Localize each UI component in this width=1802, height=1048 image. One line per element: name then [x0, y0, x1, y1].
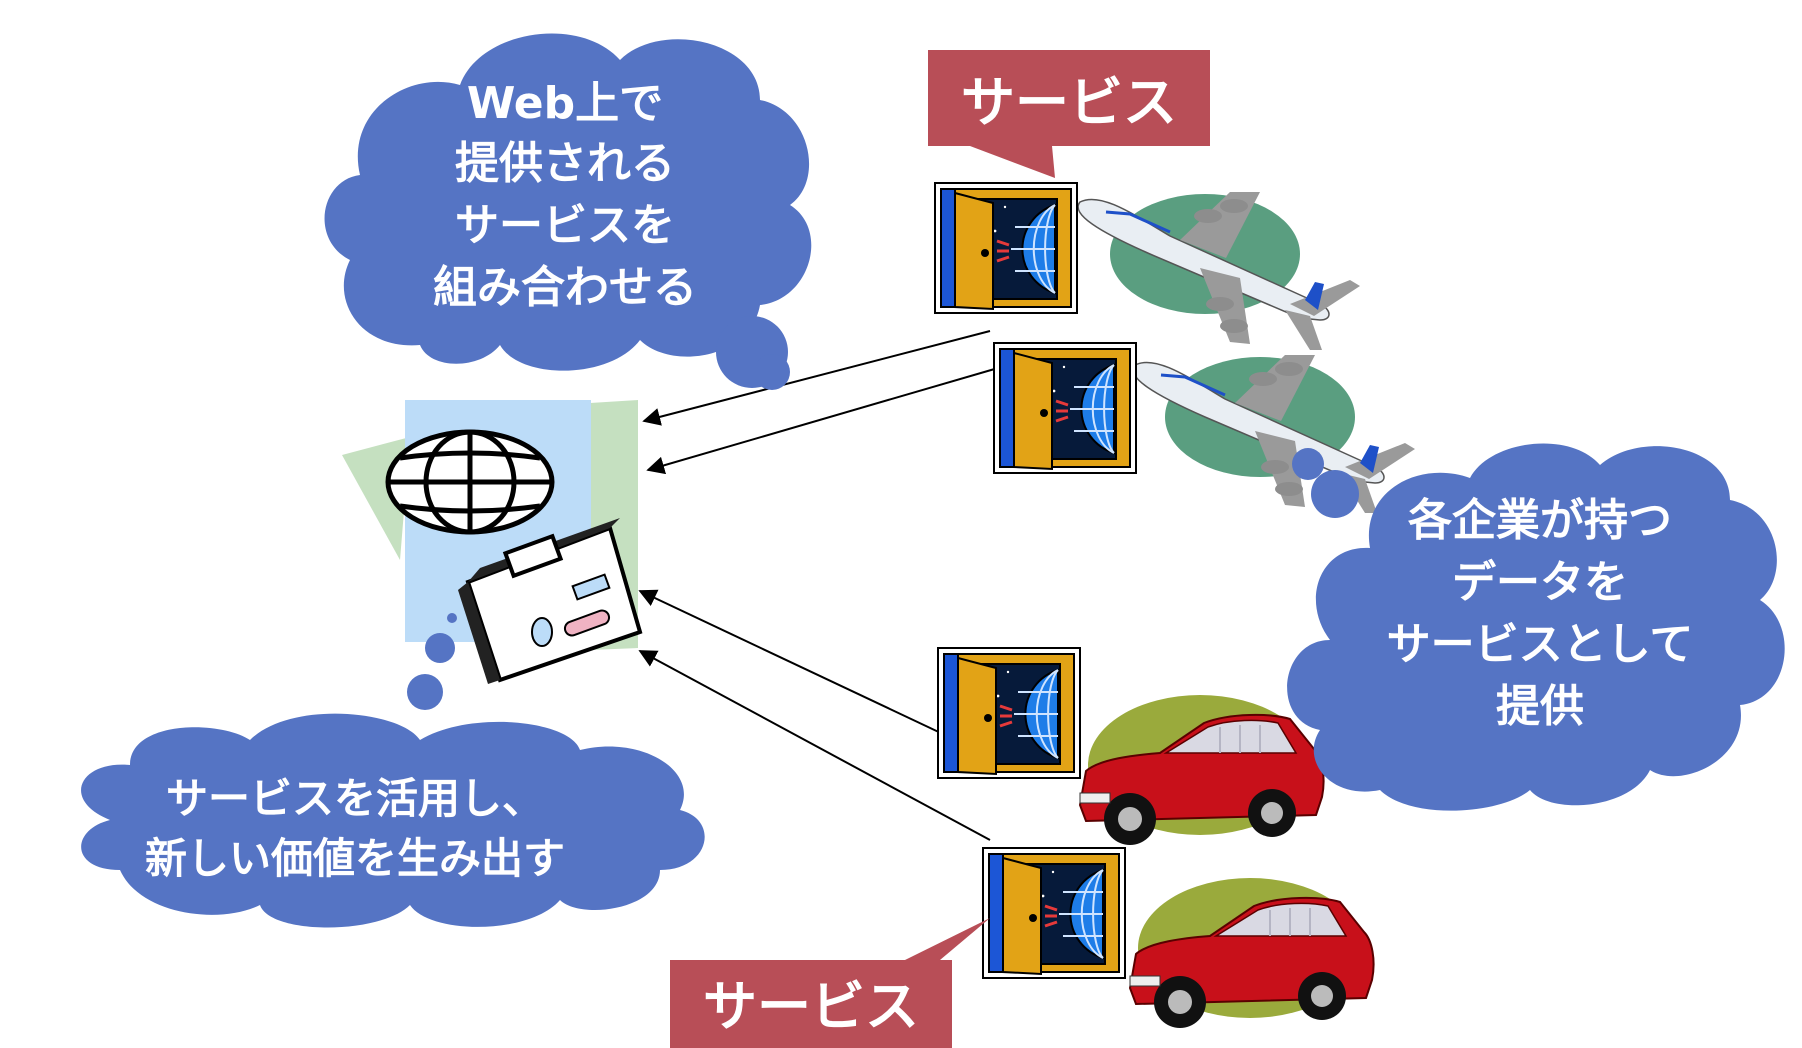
service-door-icon [981, 846, 1127, 980]
client-illustration [342, 400, 643, 710]
cloud-company-line3: サービスとして [1387, 619, 1694, 670]
arrow-plane1 [642, 330, 991, 426]
cloud-company-line4: 提供 [1496, 681, 1584, 732]
arrow-car2 [638, 650, 991, 841]
label-service-top-text: サービス [961, 71, 1177, 134]
globe-icon [385, 429, 555, 535]
cloud-utilize-line2: 新しい価値を生み出す [145, 834, 565, 883]
cloud-utilize-line1: サービスを活用し、 [166, 774, 544, 823]
label-service-bottom-text: サービス [703, 975, 919, 1038]
cloud-web-line4: 組み合わせる [433, 262, 697, 313]
briefcase-icon [458, 518, 643, 684]
cloud-web-line2: 提供される [455, 138, 675, 189]
service-plane-1 [933, 181, 1362, 352]
airplane-icon [1076, 190, 1362, 352]
car-icon [1129, 877, 1375, 1029]
service-door-icon [933, 181, 1079, 315]
cloud-utilize: サービスを活用し、 新しい価値を生み出す [81, 713, 705, 928]
cloud-company-data: 各企業が持つ データを サービスとして 提供 [1287, 443, 1785, 811]
service-door-icon [992, 341, 1138, 475]
service-door-icon [936, 646, 1082, 780]
airplane-icon [1131, 353, 1417, 515]
cloud-web-compose: Web上で 提供される サービスを 組み合わせる [324, 33, 812, 390]
service-car-2 [981, 846, 1375, 1029]
arrow-plane2 [646, 367, 999, 475]
label-service-top: サービス [928, 50, 1210, 178]
cloud-web-line1: Web上で [467, 78, 663, 129]
car-icon [1079, 694, 1325, 846]
cloud-web-line3: サービスを [455, 200, 675, 251]
label-service-bottom: サービス [670, 918, 990, 1048]
cloud-company-line1: 各企業が持つ [1408, 495, 1672, 546]
cloud-company-line2: データを [1452, 557, 1628, 608]
service-car-1 [936, 646, 1325, 846]
